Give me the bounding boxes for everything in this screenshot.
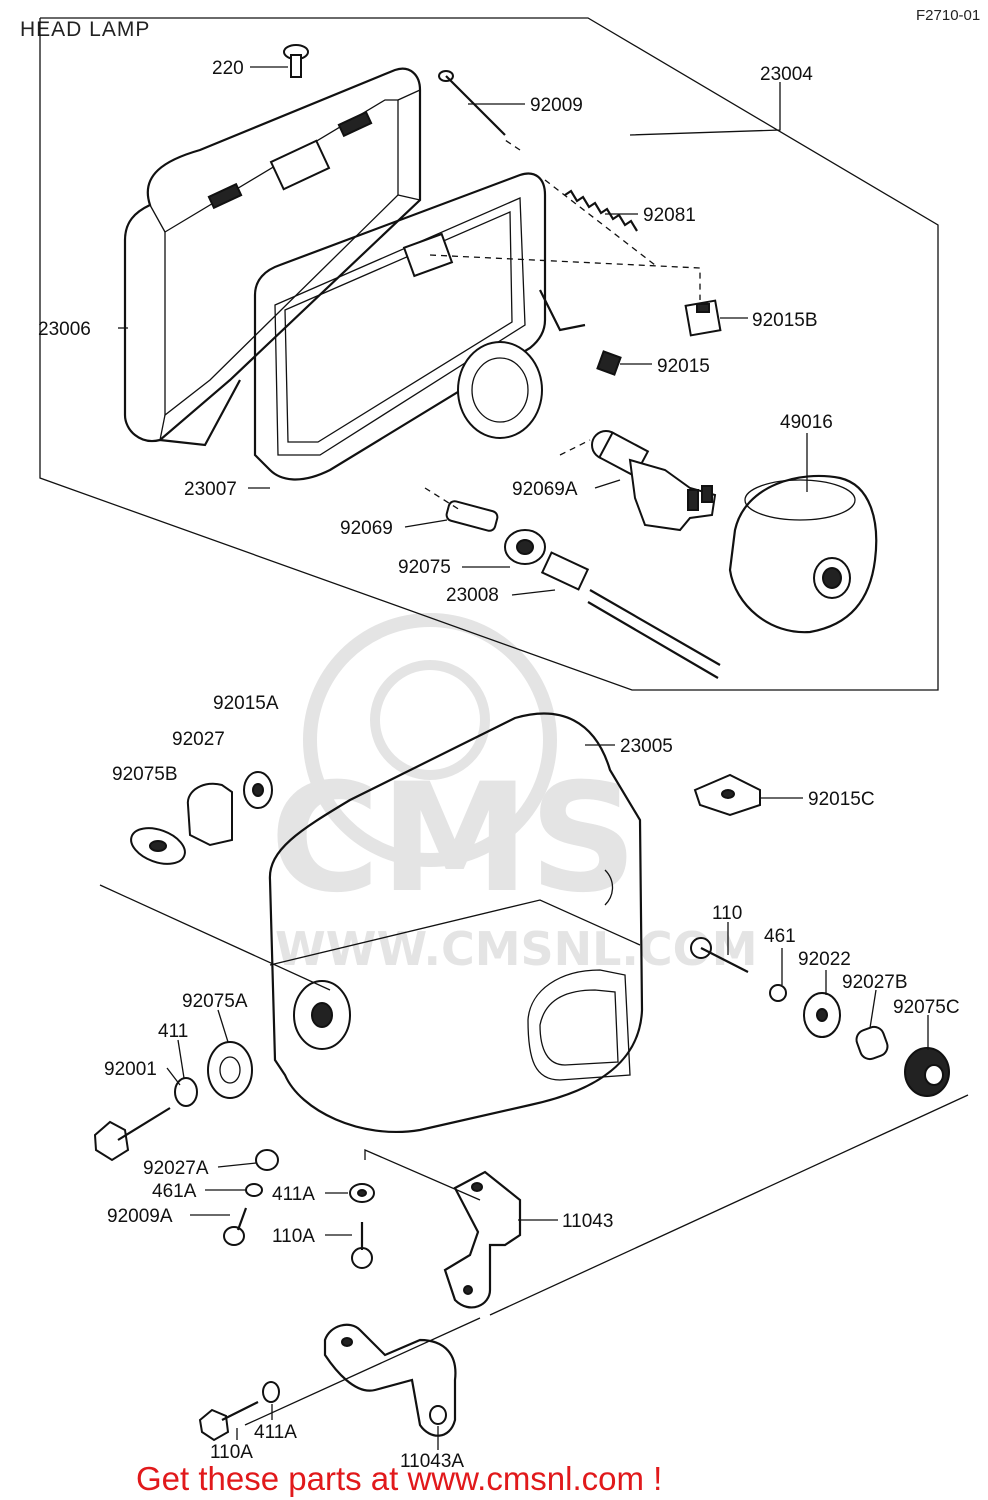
diagram-title: HEAD LAMP [20,18,150,41]
diagram-code: F2710-01 [916,7,980,24]
label-23006: 23006 [38,319,91,340]
label-92009: 92009 [530,95,583,116]
label-92075: 92075 [398,557,451,578]
label-92069a: 92069A [512,479,578,500]
label-49016: 49016 [780,412,833,433]
label-23004: 23004 [760,64,813,85]
label-23005: 23005 [620,736,673,757]
label-92015c: 92015C [808,789,875,810]
label-23008: 23008 [446,585,499,606]
left-mount-parts [99,771,331,991]
right-mount-parts [489,937,969,1316]
label-411a: 411A [272,1184,315,1205]
sealed-beam-unit [253,172,586,481]
label-92027b: 92027B [842,972,908,993]
label-11043: 11043 [562,1211,613,1232]
leader-lines [118,66,929,1450]
label-92015a: 92015A [213,693,279,714]
label-92027: 92027 [172,729,225,750]
label-461: 461 [764,926,796,947]
label-23007: 23007 [184,479,237,500]
bracket-11043a [198,1317,481,1442]
label-92027a: 92027A [143,1158,209,1179]
promo-banner[interactable]: Get these parts at www.cmsnl.com ! [136,1460,662,1497]
label-92015b: 92015B [752,310,818,331]
label-92075b: 92075B [112,764,178,785]
label-92015: 92015 [657,356,710,377]
label-220: 220 [212,58,244,79]
label-92069: 92069 [340,518,393,539]
left-bolt-assembly [93,1041,253,1162]
label-92001: 92001 [104,1059,157,1080]
bracket-11043 [223,1149,522,1309]
label-11043a: 11043A [400,1451,464,1472]
label-92022: 92022 [798,949,851,970]
label-461a: 461A [152,1181,197,1202]
watermark-brand: CMS [270,752,637,926]
assembly-boundary [39,17,939,691]
label-92075c: 92075C [893,997,960,1018]
upper-hardware [283,44,878,679]
watermark-url: WWW.CMSNL.COM [275,922,758,976]
label-411a-lower: 411A [254,1422,297,1443]
label-92009a: 92009A [107,1206,173,1227]
label-110a: 110A [272,1226,315,1247]
headlamp-rim [123,67,422,447]
label-92075a: 92075A [182,991,248,1012]
watermark: CMS WWW.CMSNL.COM [270,613,758,976]
label-110a-lower: 110A [210,1442,253,1463]
label-92081: 92081 [643,205,696,226]
part-labels: 220 92009 23004 92081 92015B 23006 92015… [38,58,960,1472]
label-411: 411 [158,1021,188,1042]
headlight-case [268,712,644,1134]
dust-cover [728,474,878,634]
upper-reference-lines [424,139,701,511]
label-110: 110 [712,903,742,924]
